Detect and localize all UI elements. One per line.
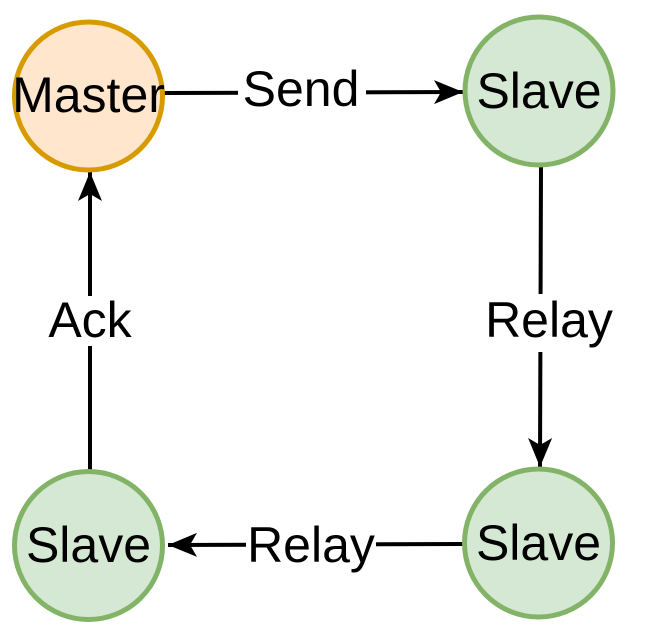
edge-relay-right-label-background: [484, 294, 614, 352]
edge-ack-label-background: [44, 296, 136, 346]
slave-bottom-left-label: Slave: [26, 517, 151, 573]
node-slave-bottom-left: Slave: [12, 469, 165, 622]
node-slave-bottom-right: Slave: [462, 466, 615, 620]
slave-bottom-right-label: Slave: [476, 515, 601, 571]
edge-relay-bottom-label-background: [246, 520, 376, 578]
edge-relay-right: Relay: [484, 164, 614, 468]
slave-top-right-label: Slave: [476, 63, 601, 119]
edge-ack-label: Ack: [48, 292, 132, 348]
master-node-circle: [12, 19, 165, 173]
master-node-label: Master: [12, 67, 165, 123]
edge-send: Send: [162, 61, 464, 117]
slave-top-right-circle: [462, 14, 616, 168]
node-master: Master: [12, 19, 165, 173]
edge-send-label-background: [238, 62, 366, 116]
edge-ack: Ack: [44, 172, 136, 471]
edge-relay-bottom: Relay: [167, 517, 464, 578]
edge-send-label: Send: [243, 61, 360, 117]
edge-relay-bottom-label: Relay: [247, 517, 375, 573]
edge-relay-right-label: Relay: [485, 292, 613, 348]
node-slave-top-right: Slave: [462, 14, 616, 168]
slave-bottom-right-circle: [462, 466, 615, 620]
slave-bottom-left-circle: [12, 469, 165, 622]
